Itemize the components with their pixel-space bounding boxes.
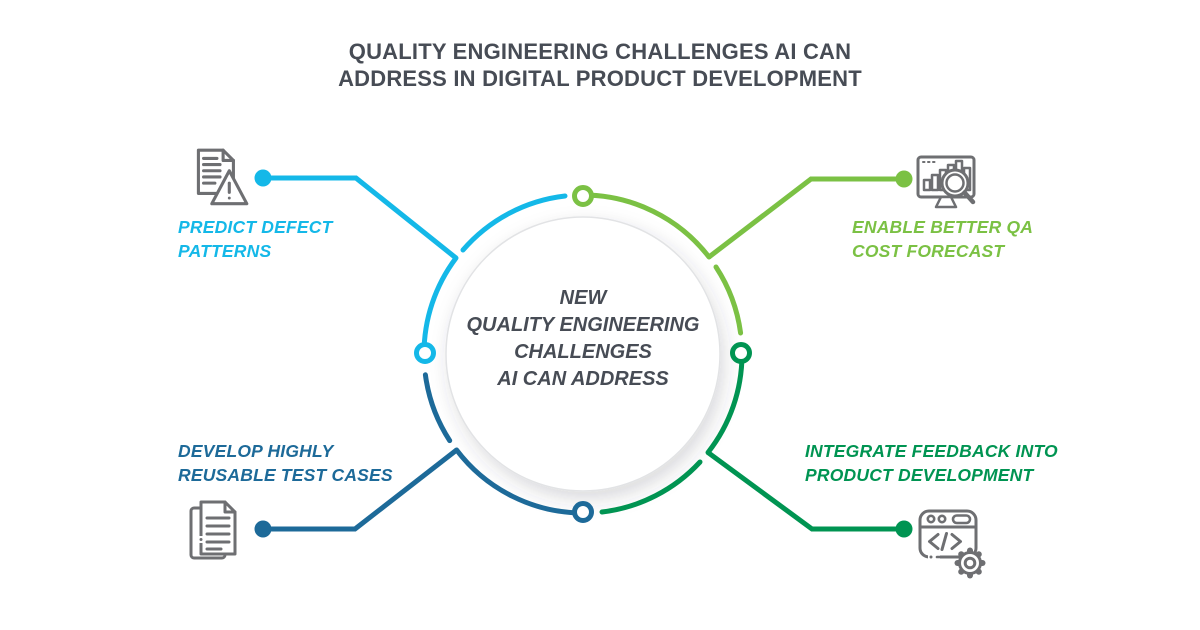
label-integrate-feedback: INTEGRATE FEEDBACK INTO PRODUCT DEVELOPM… xyxy=(805,439,1058,487)
page-title-line2: ADDRESS IN DIGITAL PRODUCT DEVELOPMENT xyxy=(338,66,862,91)
cyan-arc-b xyxy=(460,193,568,253)
node-right xyxy=(730,342,752,364)
node-left xyxy=(414,342,436,364)
steel-arc-a xyxy=(454,447,586,516)
dot-bottom-right xyxy=(895,520,913,538)
gear-icon xyxy=(954,547,986,579)
connector-bottom-right xyxy=(706,450,905,532)
connector-top-right xyxy=(707,176,905,259)
chart-magnifier-icon xyxy=(913,150,981,223)
documents-stack-icon xyxy=(185,495,245,570)
dot-top-left xyxy=(254,169,272,187)
branch-dots xyxy=(254,169,913,538)
center-line-4: AI CAN ADDRESS xyxy=(497,368,669,390)
page-title: QUALITY ENGINEERING CHALLENGES AI CAN AD… xyxy=(0,38,1200,92)
browser-code-gear-icon xyxy=(914,505,990,586)
dot-top-right xyxy=(895,170,913,188)
label-tr-line1: ENABLE BETTER QA xyxy=(852,217,1034,237)
node-bottom xyxy=(572,501,594,523)
dot-bottom-left xyxy=(254,520,272,538)
connector-bottom-left xyxy=(263,448,459,532)
label-br-line1: INTEGRATE FEEDBACK INTO xyxy=(805,441,1058,461)
circle-nodes xyxy=(414,185,752,523)
label-enable-better-qa-cost-forecast: ENABLE BETTER QA COST FORECAST xyxy=(852,215,1033,263)
steel-arc-b xyxy=(422,372,453,444)
emerald-arc-b xyxy=(599,459,703,515)
connector-top-left xyxy=(263,175,458,260)
label-tl-line2: PATTERNS xyxy=(178,241,272,261)
center-line-3: CHALLENGES xyxy=(514,341,652,363)
document-warning-icon xyxy=(186,144,252,219)
branch-connectors xyxy=(263,175,905,532)
lime-arc-b xyxy=(713,264,744,336)
page-title-line1: QUALITY ENGINEERING CHALLENGES AI CAN xyxy=(348,39,852,64)
label-predict-defect-patterns: PREDICT DEFECT PATTERNS xyxy=(178,215,332,263)
center-circle xyxy=(445,216,721,492)
node-top xyxy=(572,185,594,207)
label-bl-line2: REUSABLE TEST CASES xyxy=(178,465,393,485)
label-br-line2: PRODUCT DEVELOPMENT xyxy=(805,465,1034,485)
lime-arc-a xyxy=(580,192,712,260)
label-tr-line2: COST FORECAST xyxy=(852,241,1005,261)
center-line-2: QUALITY ENGINEERING xyxy=(466,314,700,336)
label-develop-reusable-test-cases: DEVELOP HIGHLY REUSABLE TEST CASES xyxy=(178,439,393,487)
center-line-1: NEW xyxy=(559,287,607,309)
label-tl-line1: PREDICT DEFECT xyxy=(178,217,333,237)
label-bl-line1: DEVELOP HIGHLY xyxy=(178,441,334,461)
emerald-arc-a xyxy=(705,351,745,455)
center-circle-text: NEW QUALITY ENGINEERING CHALLENGES AI CA… xyxy=(433,285,733,393)
